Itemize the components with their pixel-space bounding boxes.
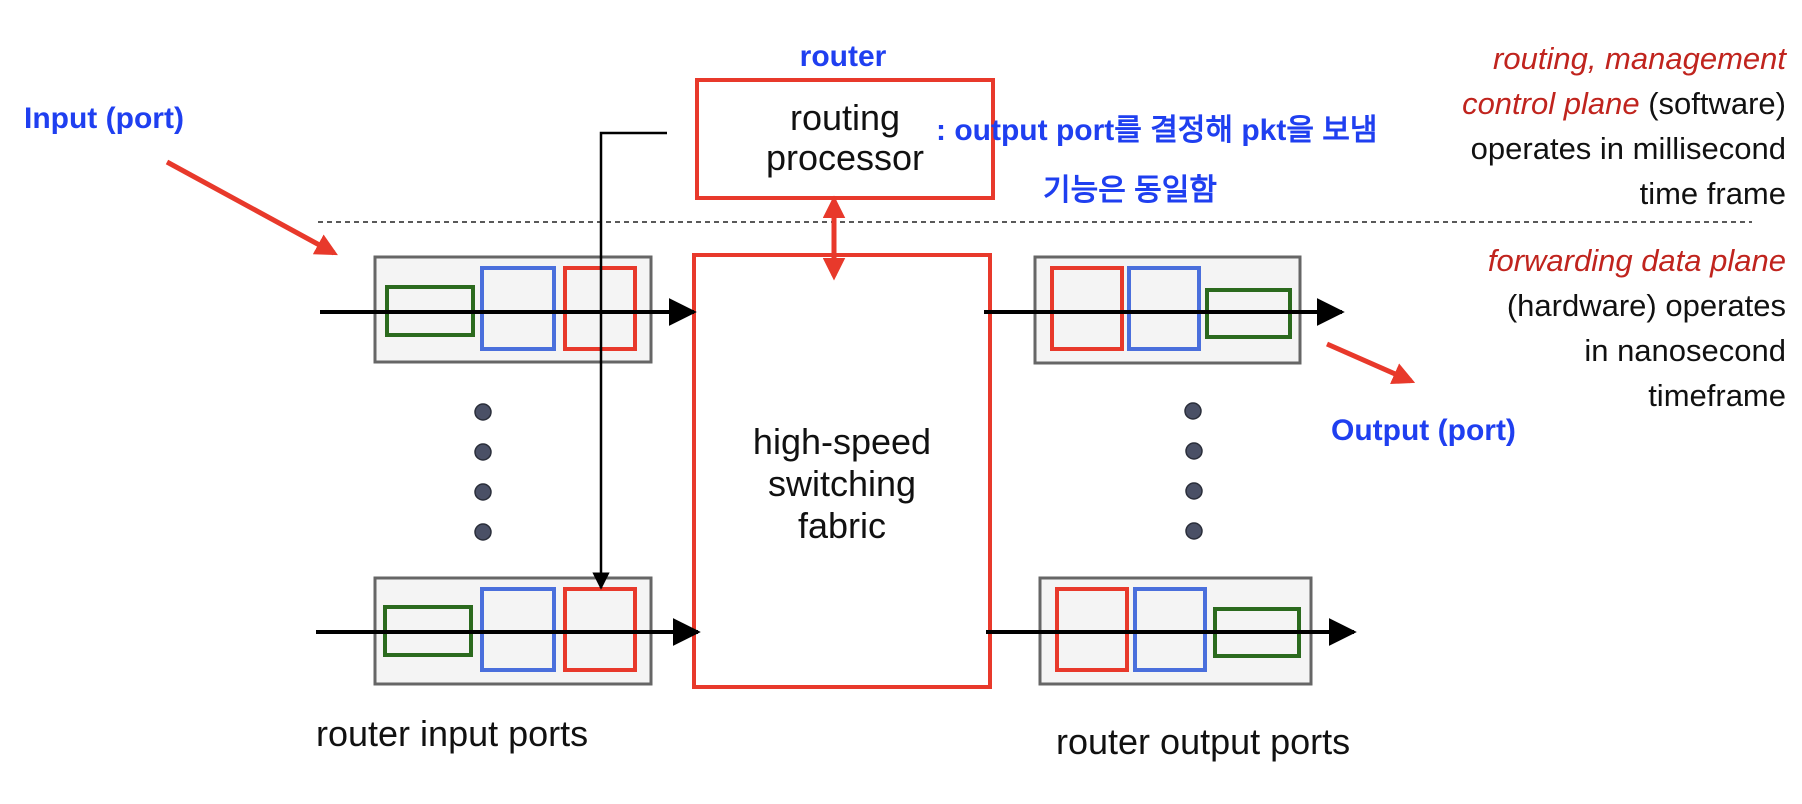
queue-packet-red	[1055, 587, 1129, 672]
processor-note: : output port를 결정해 pkt을 보냄	[936, 114, 1378, 147]
control-plane-text: routing, management control plane (softw…	[1462, 36, 1786, 216]
data-plane-text: forwarding data plane (hardware) operate…	[1488, 238, 1786, 418]
switching-fabric-box	[692, 253, 992, 689]
control-plane-title-1: routing, management	[1493, 41, 1786, 76]
input-port-pointer-arrow	[165, 159, 338, 256]
queue-packet-blue	[480, 587, 556, 672]
input-ports-ellipsis	[474, 403, 492, 541]
control-plane-title-2: control plane (software)	[1462, 81, 1786, 126]
queue-packet-blue	[1127, 266, 1201, 351]
switching-fabric-text-3: fabric	[797, 505, 887, 546]
routing-processor-text-2: processor	[765, 137, 925, 178]
output-port-label: Output (port)	[1331, 414, 1516, 447]
same-function-note: 기능은 동일함	[1043, 174, 1217, 207]
output-ports-ellipsis	[1184, 402, 1203, 540]
data-plane-desc-2: in nanosecond	[1584, 333, 1786, 368]
routing-processor-text-1: routing	[789, 97, 901, 138]
control-plane-desc-1: operates in millisecond	[1470, 131, 1786, 166]
input-ports-caption: router input ports	[316, 713, 589, 754]
input-port-label: Input (port)	[24, 102, 184, 135]
data-plane-title: forwarding data plane	[1487, 243, 1786, 278]
switching-fabric-text-1: high-speed	[752, 421, 932, 462]
queue-packet-blue	[1133, 587, 1207, 672]
input-port-top	[373, 255, 653, 364]
control-plane-emph: control plane	[1462, 86, 1640, 121]
output-port-pointer-arrow	[1325, 341, 1416, 385]
control-line	[592, 131, 667, 590]
output-ports-caption: router output ports	[1056, 721, 1351, 762]
switching-fabric-text-2: switching	[767, 463, 917, 504]
queue-packet-red	[1050, 266, 1124, 351]
router-label: router	[799, 40, 887, 73]
queue-packet-blue	[480, 266, 556, 351]
control-plane-desc-2: time frame	[1639, 176, 1786, 211]
control-plane-software: (software)	[1639, 86, 1786, 121]
data-plane-desc-1: (hardware) operates	[1506, 288, 1786, 323]
data-plane-desc-3: timeframe	[1648, 378, 1786, 413]
